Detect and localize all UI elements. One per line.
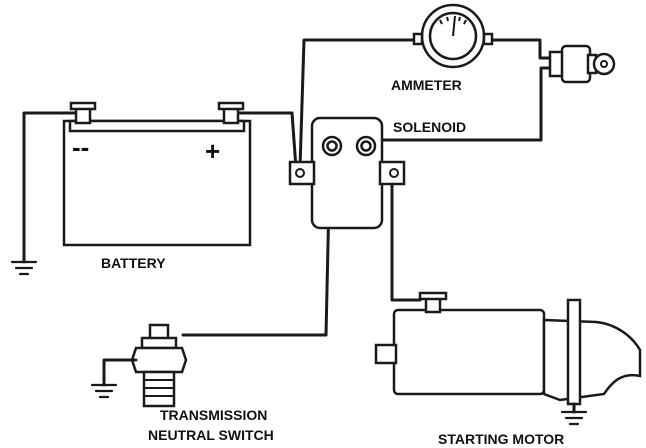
battery-ground-wire [22, 111, 80, 264]
battery-negative-label: -- [72, 132, 89, 162]
solenoid-ammeter-wire [298, 38, 422, 170]
battery-label: BATTERY [101, 255, 166, 271]
switch-solenoid-wire [371, 66, 554, 142]
ammeter-switch-wire [482, 38, 554, 60]
solenoid-motor-wire [390, 176, 422, 302]
starting-motor [374, 291, 642, 414]
ammeter-label: AMMETER [391, 77, 462, 93]
transmission-neutral-switch [102, 323, 188, 408]
battery-positive-wire [228, 111, 298, 170]
solenoid-label: SOLENOID [393, 119, 466, 135]
battery [62, 101, 252, 247]
transmission-label-line1: TRANSMISSION [160, 407, 267, 423]
ammeter [412, 3, 494, 69]
starting-motor-label: STARTING MOTOR [438, 431, 564, 447]
battery-ground-icon [10, 260, 38, 276]
neutral-switch-ground-icon [90, 383, 118, 399]
solenoid [288, 116, 406, 230]
battery-positive-label: + [205, 136, 220, 166]
motor-ground-icon [560, 410, 588, 426]
transmission-label-line2: NEUTRAL SWITCH [148, 427, 274, 443]
ignition-key-switch-icon [548, 44, 616, 84]
